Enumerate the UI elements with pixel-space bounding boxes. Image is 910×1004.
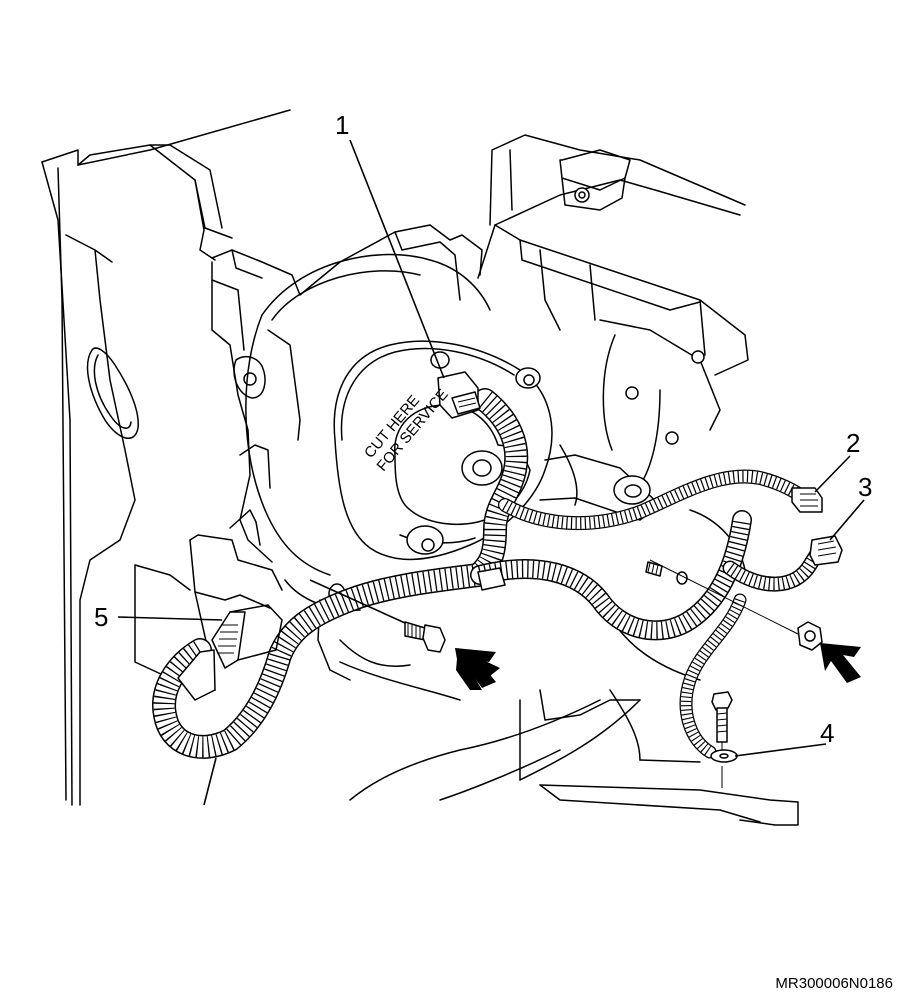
blower-motor-connector xyxy=(437,371,481,419)
leader-lines xyxy=(117,139,865,806)
wiring-harness xyxy=(152,388,836,759)
harness-connector-5 xyxy=(177,604,283,701)
ground-bolt-4 xyxy=(710,691,738,788)
floor-tunnel xyxy=(189,509,799,826)
callout-4: 4 xyxy=(820,718,834,748)
stud-and-nut-right xyxy=(645,559,823,651)
direction-arrow-left xyxy=(455,648,500,690)
callout-5: 5 xyxy=(94,602,108,632)
left-body-panel xyxy=(41,109,291,806)
callout-3: 3 xyxy=(858,472,872,502)
figure-reference-code: MR300006N0186 xyxy=(775,975,893,992)
harness-connector-3 xyxy=(809,535,843,566)
callout-1: 1 xyxy=(335,110,349,140)
duct-assembly xyxy=(477,134,749,521)
harness-connector-2 xyxy=(791,487,823,513)
callout-2: 2 xyxy=(846,428,860,458)
bolt-left xyxy=(309,579,446,653)
direction-arrow-right xyxy=(820,643,861,683)
